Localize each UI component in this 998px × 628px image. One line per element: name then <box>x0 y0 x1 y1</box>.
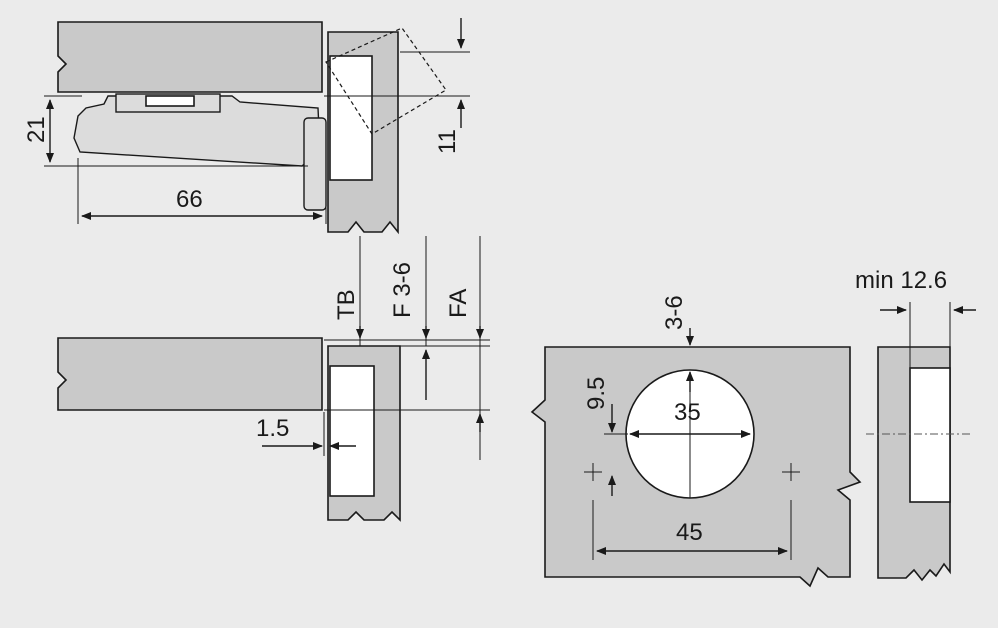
dim-11: 11 <box>434 129 461 154</box>
top-cabinet-panel <box>57 21 323 93</box>
bore-pattern-view: 35 3-6 9.5 45 <box>530 295 862 588</box>
hinge-cup <box>303 117 327 211</box>
dim-21: 21 <box>23 116 50 143</box>
dim-45: 45 <box>676 519 703 546</box>
side-section-view: TB F 3-6 FA 1.5 <box>57 236 490 522</box>
side-door-edge <box>329 365 375 497</box>
dim-66: 66 <box>176 186 203 213</box>
screw-hole-right <box>782 463 800 481</box>
hinge-screw-slot <box>145 95 195 107</box>
dim-1-5: 1.5 <box>256 415 289 442</box>
dim-35: 35 <box>674 399 701 426</box>
dim-min-12-6: min 12.6 <box>855 267 947 294</box>
dim-3-6: 3-6 <box>661 295 688 330</box>
dim-FA: FA <box>445 289 472 318</box>
dim-9-5: 9.5 <box>583 377 610 410</box>
dim-F: F 3-6 <box>389 262 416 318</box>
hinge-arm <box>73 95 321 167</box>
door-edge-view: min 12.6 <box>855 267 976 582</box>
side-cabinet-panel <box>57 337 323 411</box>
door-edge-strip <box>909 367 951 503</box>
door-swing-outline <box>325 27 447 135</box>
top-view: 21 66 11 <box>23 18 470 235</box>
top-door-edge <box>329 55 373 181</box>
screw-hole-left <box>584 463 602 481</box>
dim-TB: TB <box>333 289 360 320</box>
